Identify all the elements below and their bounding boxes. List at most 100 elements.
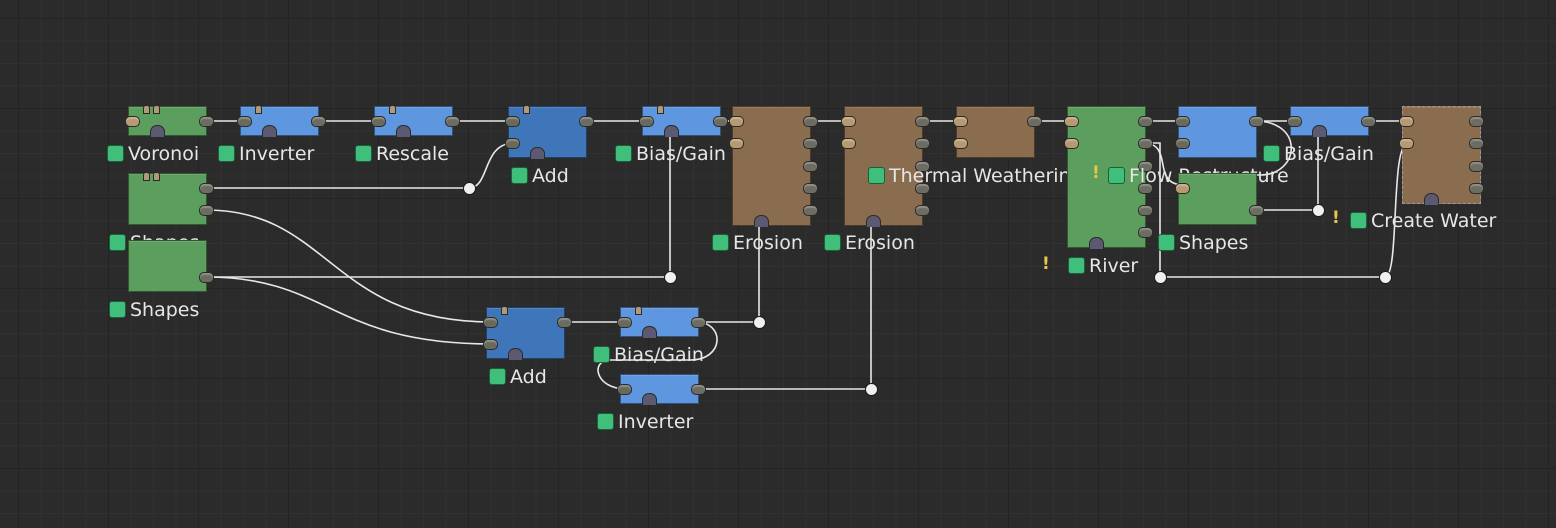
node-flow-restructure[interactable] <box>1175 106 1264 158</box>
enabled-checkbox[interactable] <box>218 145 235 162</box>
output-port[interactable] <box>1138 205 1153 216</box>
mask-port[interactable] <box>150 125 165 137</box>
input-port[interactable] <box>729 116 744 127</box>
node-shapes[interactable] <box>128 172 214 225</box>
input-port[interactable] <box>505 116 520 127</box>
reroute-dot[interactable] <box>664 271 677 284</box>
mask-port[interactable] <box>642 393 657 405</box>
node-top-port[interactable] <box>255 105 262 114</box>
enabled-checkbox[interactable] <box>107 145 124 162</box>
node-inverter[interactable] <box>237 105 326 137</box>
node-bias-gain[interactable] <box>639 105 728 137</box>
input-port[interactable] <box>639 116 654 127</box>
input-port[interactable] <box>953 138 968 149</box>
node-erosion[interactable] <box>841 106 930 227</box>
node-bias-gain[interactable] <box>617 306 706 338</box>
node-top-port[interactable] <box>153 172 160 181</box>
output-port[interactable] <box>915 138 930 149</box>
input-port[interactable] <box>841 138 856 149</box>
enabled-checkbox[interactable] <box>355 145 372 162</box>
output-port[interactable] <box>691 317 706 328</box>
output-port[interactable] <box>1469 161 1484 172</box>
input-port[interactable] <box>1064 116 1079 127</box>
mask-port[interactable] <box>1312 125 1327 137</box>
input-port[interactable] <box>237 116 252 127</box>
mask-port[interactable] <box>664 125 679 137</box>
reroute-dot[interactable] <box>865 383 878 396</box>
mask-port[interactable] <box>642 326 657 338</box>
input-port[interactable] <box>371 116 386 127</box>
output-port[interactable] <box>915 161 930 172</box>
node-inverter[interactable] <box>617 374 706 405</box>
enabled-checkbox[interactable] <box>712 234 729 251</box>
output-port[interactable] <box>803 161 818 172</box>
mask-port[interactable] <box>866 215 881 227</box>
output-port[interactable] <box>199 183 214 194</box>
output-port[interactable] <box>915 183 930 194</box>
node-top-port[interactable] <box>523 105 530 114</box>
enabled-checkbox[interactable] <box>1158 234 1175 251</box>
output-port[interactable] <box>1361 116 1376 127</box>
node-add[interactable] <box>505 105 594 159</box>
output-port[interactable] <box>803 205 818 216</box>
input-port[interactable] <box>1287 116 1302 127</box>
reroute-dot[interactable] <box>1154 271 1167 284</box>
output-port[interactable] <box>1249 205 1264 216</box>
node-thermal-weathering[interactable] <box>953 106 1042 158</box>
node-top-port[interactable] <box>635 306 642 315</box>
mask-port[interactable] <box>1424 193 1439 205</box>
enabled-checkbox[interactable] <box>1263 145 1280 162</box>
output-port[interactable] <box>1138 183 1153 194</box>
input-port[interactable] <box>483 317 498 328</box>
node-top-port[interactable] <box>657 105 664 114</box>
node-shapes[interactable] <box>1175 173 1264 225</box>
output-port[interactable] <box>1027 116 1042 127</box>
input-port[interactable] <box>1175 138 1190 149</box>
output-port[interactable] <box>803 183 818 194</box>
output-port[interactable] <box>579 116 594 127</box>
input-port[interactable] <box>953 116 968 127</box>
input-port[interactable] <box>1175 116 1190 127</box>
enabled-checkbox[interactable] <box>615 145 632 162</box>
mask-port[interactable] <box>530 147 545 159</box>
input-port[interactable] <box>1175 183 1190 194</box>
input-port[interactable] <box>1064 138 1079 149</box>
output-port[interactable] <box>311 116 326 127</box>
output-port[interactable] <box>199 205 214 216</box>
node-top-port[interactable] <box>143 172 150 181</box>
output-port[interactable] <box>691 384 706 395</box>
input-port[interactable] <box>617 384 632 395</box>
output-port[interactable] <box>803 138 818 149</box>
enabled-checkbox[interactable] <box>593 346 610 363</box>
output-port[interactable] <box>1469 116 1484 127</box>
enabled-checkbox[interactable] <box>109 301 126 318</box>
enabled-checkbox[interactable] <box>1108 167 1125 184</box>
node-create-water[interactable] <box>1399 106 1484 205</box>
node-bias-gain[interactable] <box>1287 106 1376 137</box>
node-shapes[interactable] <box>128 240 214 292</box>
output-port[interactable] <box>803 116 818 127</box>
enabled-checkbox[interactable] <box>109 234 126 251</box>
enabled-checkbox[interactable] <box>1350 212 1367 229</box>
output-port[interactable] <box>915 116 930 127</box>
node-add[interactable] <box>483 306 572 360</box>
output-port[interactable] <box>1469 138 1484 149</box>
input-port[interactable] <box>841 116 856 127</box>
enabled-checkbox[interactable] <box>868 167 885 184</box>
node-river[interactable] <box>1064 106 1153 249</box>
input-port[interactable] <box>483 339 498 350</box>
enabled-checkbox[interactable] <box>511 167 528 184</box>
reroute-dot[interactable] <box>463 182 476 195</box>
node-rescale[interactable] <box>371 105 460 137</box>
output-port[interactable] <box>1138 138 1153 149</box>
node-top-port[interactable] <box>143 105 150 114</box>
node-top-port[interactable] <box>389 105 396 114</box>
input-port[interactable] <box>505 138 520 149</box>
input-port[interactable] <box>125 116 140 127</box>
node-erosion[interactable] <box>729 106 818 227</box>
mask-port[interactable] <box>262 125 277 137</box>
enabled-checkbox[interactable] <box>824 234 841 251</box>
output-port[interactable] <box>1138 227 1153 238</box>
mask-port[interactable] <box>1089 237 1104 249</box>
input-port[interactable] <box>1399 138 1414 149</box>
